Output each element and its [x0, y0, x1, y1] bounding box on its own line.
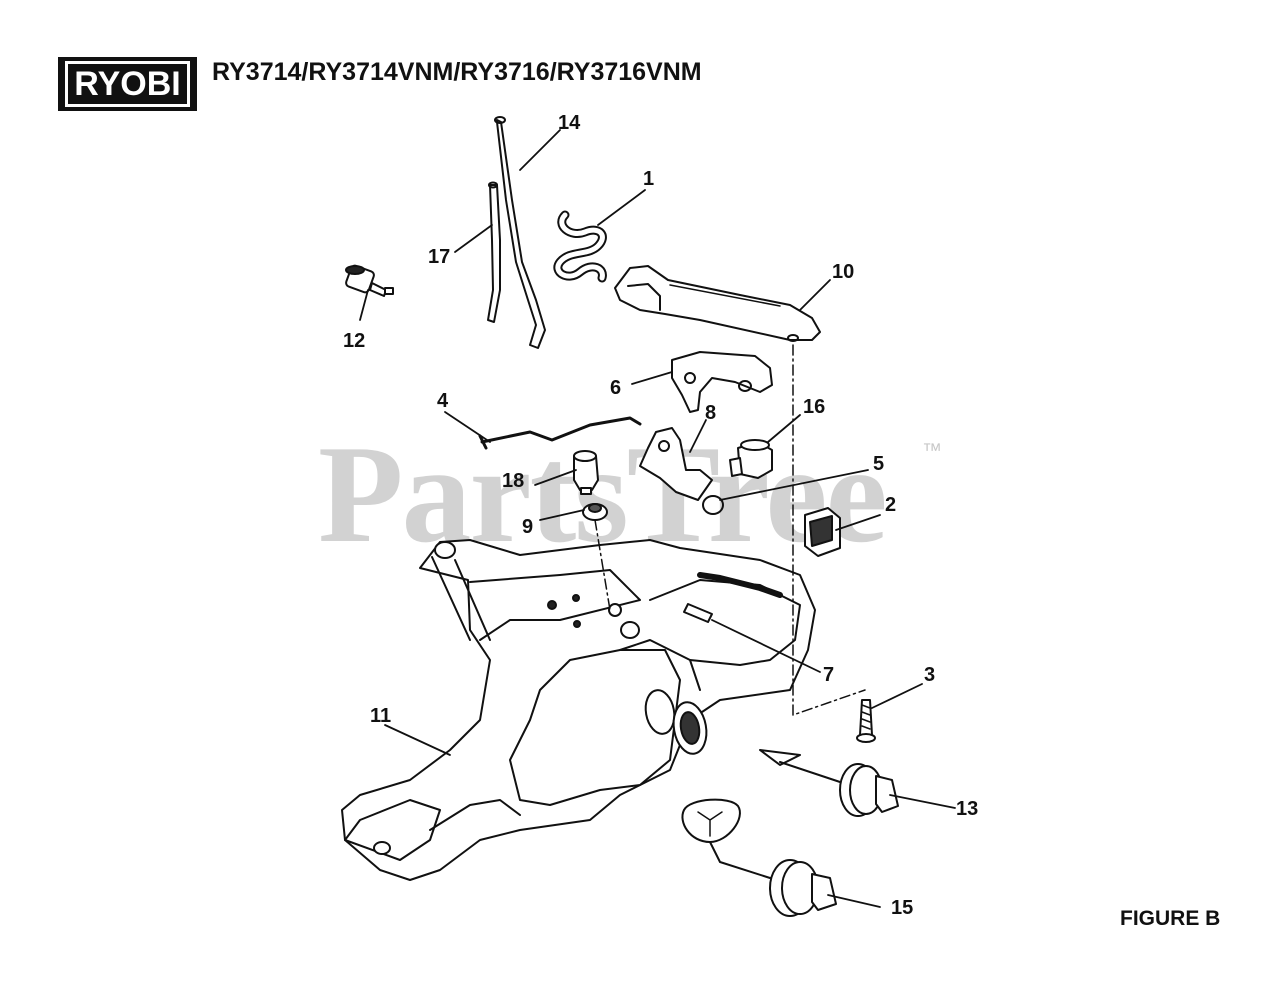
leader-lines — [359, 129, 956, 908]
brand-text: RYOBI — [65, 61, 190, 107]
callout-7: 7 — [823, 664, 835, 686]
callout-6: 6 — [610, 377, 622, 399]
part-10-handle-cover — [614, 265, 821, 342]
callout-12: 12 — [343, 330, 366, 352]
part-2-stop-switch — [804, 507, 841, 557]
callout-1: 1 — [643, 168, 655, 190]
callout-15: 15 — [891, 897, 914, 919]
part-11-housing — [341, 539, 816, 881]
callout-13: 13 — [956, 798, 979, 820]
part-12-fuel-filter — [345, 264, 394, 297]
part-6-trigger — [671, 351, 773, 413]
callout-8: 8 — [705, 402, 717, 424]
part-8-lockout — [639, 427, 713, 501]
part-5-clip — [702, 495, 724, 515]
watermark-tm: ™ — [922, 440, 942, 462]
part-18-vent — [573, 450, 599, 495]
part-17-fuel-line — [487, 181, 501, 323]
callout-18: 18 — [502, 470, 525, 492]
callout-16: 16 — [803, 396, 826, 418]
part-1-hose — [553, 210, 607, 283]
part-16-switch — [729, 439, 773, 479]
part-13-oil-cap — [759, 749, 899, 817]
callout-17: 17 — [428, 246, 451, 268]
callout-11: 11 — [370, 705, 392, 727]
callout-3: 3 — [924, 664, 936, 686]
alignment-lines — [594, 344, 866, 716]
part-9-grommet — [582, 503, 608, 521]
part-15-fuel-cap — [681, 798, 837, 917]
part-4-throttle-rod — [478, 416, 642, 450]
part-14-fuel-line — [494, 116, 546, 349]
callout-5: 5 — [873, 453, 885, 475]
part-7-pin — [683, 603, 713, 623]
callout-14: 14 — [558, 112, 581, 134]
callout-4: 4 — [437, 390, 449, 412]
callout-2: 2 — [885, 494, 897, 516]
ryobi-logo: RYOBI — [58, 57, 197, 111]
callout-10: 10 — [832, 261, 855, 283]
model-title: RY3714/RY3714VNM/RY3716/RY3716VNM — [212, 58, 702, 86]
figure-label: FIGURE B — [1120, 907, 1221, 930]
callout-9: 9 — [522, 516, 534, 538]
part-3-screw — [856, 699, 876, 743]
